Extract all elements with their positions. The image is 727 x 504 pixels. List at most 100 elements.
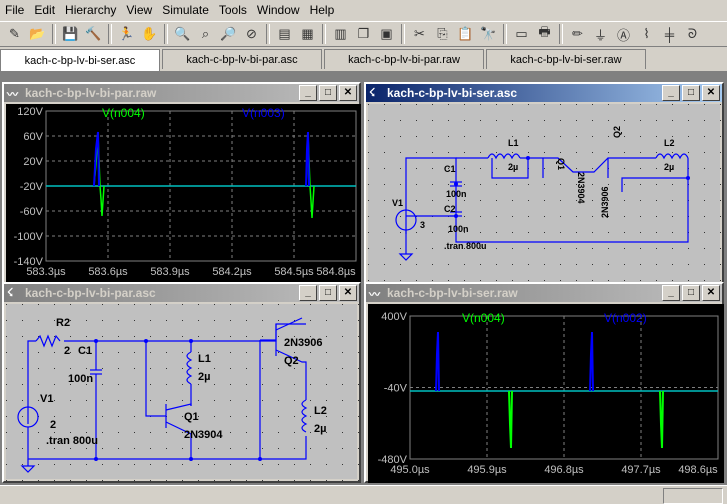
label-r2: R2 [56,317,70,329]
trace-label-1[interactable]: V(n004) [102,106,145,120]
ground-icon[interactable]: ⏚ [593,27,607,43]
tab-3[interactable]: kach-c-bp-lv-bi-par.raw [324,49,484,69]
open-icon[interactable]: 📂 [29,26,46,41]
schematic-icon: ☇ [7,287,14,299]
waveform-plot[interactable]: V(n004) V(n003) 120V60V20V-20V-60V-100V-… [6,104,361,286]
trace-v-n003-spike [305,131,310,187]
minimize-button[interactable]: _ [662,85,680,101]
label-q1-model: 2N3904 [576,172,586,204]
menu-window[interactable]: Window [256,3,300,17]
maximize-button[interactable]: □ [319,85,337,101]
trace-v-n004-spike [659,390,664,449]
ruler-icon[interactable]: ▦ [301,26,314,41]
waveform-window-par[interactable]: 〰 kach-c-bp-lv-bi-par.raw _ □ ✕ V(n004) … [2,82,361,286]
close-button[interactable]: ✕ [702,85,720,101]
label-v1-value: 2 [50,419,56,431]
tab-4[interactable]: kach-c-bp-lv-bi-ser.raw [486,49,646,69]
tab-1[interactable]: kach-c-bp-lv-bi-ser.asc [0,49,160,71]
menu-edit[interactable]: Edit [34,3,56,17]
trace-label-2[interactable]: V(n003) [242,106,285,120]
tab-2[interactable]: kach-c-bp-lv-bi-par.asc [162,49,322,69]
copy-icon[interactable]: ⎘ [437,26,448,41]
window-title: kach-c-bp-lv-bi-ser.asc [387,86,518,100]
label-l2-value: 2µ [664,162,674,172]
schematic-drawing[interactable]: V1 3 C1 100n C2 100n .tran 800u L1 2µ L2… [368,104,724,286]
x-tick-label: 498.6µs [678,464,718,476]
tile-icon[interactable]: ▥ [334,26,347,41]
trace-label-1[interactable]: V(n004) [462,311,505,325]
wire-icon[interactable]: ✏ [572,26,583,41]
label-v1: V1 [392,198,403,208]
schematic-pane[interactable]: V1 3 C1 100n C2 100n .tran 800u L1 2µ L2… [368,104,724,286]
close-button[interactable]: ✕ [339,85,357,101]
new-schematic-icon[interactable]: ✎ [9,26,20,41]
close-all-icon[interactable]: ▣ [380,26,393,41]
label-c2-value: 100n [448,224,469,234]
maximize-button[interactable]: □ [682,85,700,101]
label-v1-value: 3 [420,220,425,230]
window-titlebar[interactable]: ☇ kach-c-bp-lv-bi-par.asc _ □ ✕ [4,284,359,302]
y-tick-label: -60V [20,206,44,218]
menu-tools[interactable]: Tools [218,3,247,17]
schematic-window-ser[interactable]: ☇ kach-c-bp-lv-bi-ser.asc _ □ ✕ [364,82,724,286]
zoom-in-icon[interactable]: 🔍 [174,26,191,41]
label-c2: C2 [444,204,456,214]
autorange-icon[interactable]: ▤ [278,26,291,41]
find-icon[interactable]: 🔭 [480,26,497,41]
minimize-button[interactable]: _ [299,85,317,101]
label-l1-value: 2µ [198,371,210,383]
minimize-button[interactable]: _ [299,285,317,301]
window-title: kach-c-bp-lv-bi-ser.raw [387,286,518,300]
close-button[interactable]: ✕ [339,285,357,301]
close-button[interactable]: ✕ [702,285,720,301]
menu-simulate[interactable]: Simulate [162,3,209,17]
window-titlebar[interactable]: ☇ kach-c-bp-lv-bi-ser.asc _ □ ✕ [366,84,722,102]
label-icon[interactable]: Ⓐ [616,27,630,43]
schematic-window-par[interactable]: ☇ kach-c-bp-lv-bi-par.asc _ □ ✕ [2,282,361,483]
waveform-window-ser[interactable]: 〰 kach-c-bp-lv-bi-ser.raw _ □ ✕ V(n004) … [364,282,724,483]
menu-hierarchy[interactable]: Hierarchy [65,3,117,17]
label-q2: Q2 [612,126,622,138]
cascade-icon[interactable]: ❐ [357,26,370,41]
x-tick-label: 584.2µs [212,266,252,278]
y-tick-label: -100V [14,231,44,243]
zoom-pan-icon[interactable]: ⌕ [201,26,210,41]
capacitor-icon[interactable]: ╪ [664,26,675,42]
print-setup-icon[interactable]: ▭ [515,26,528,41]
window-titlebar[interactable]: 〰 kach-c-bp-lv-bi-ser.raw _ □ ✕ [366,284,722,302]
print-icon[interactable]: 🖶 [538,24,551,39]
window-titlebar[interactable]: 〰 kach-c-bp-lv-bi-par.raw _ □ ✕ [4,84,359,102]
menu-file[interactable]: File [5,3,25,17]
maximize-button[interactable]: □ [319,285,337,301]
x-tick-label: 584.5µs [274,266,314,278]
cut-icon[interactable]: ✂ [414,26,425,41]
x-tick-label: 583.9µs [150,266,190,278]
label-l2: L2 [664,138,675,148]
x-tick-label: 496.8µs [544,464,584,476]
toolbar-separator [52,24,56,44]
maximize-button[interactable]: □ [682,285,700,301]
minimize-button[interactable]: _ [662,285,680,301]
zoom-out-icon[interactable]: 🔎 [220,26,237,41]
schematic-drawing[interactable]: R2 2 C1 100n V1 2 .tran 800u L1 2µ Q1 2N… [6,304,361,483]
run-icon[interactable]: 🏃 [118,26,135,41]
x-tick-label: 583.3µs [26,266,66,278]
schematic-pane[interactable]: R2 2 C1 100n V1 2 .tran 800u L1 2µ Q1 2N… [6,304,361,483]
menu-help[interactable]: Help [309,3,335,17]
toolbar-separator [503,24,507,44]
status-panel [663,488,723,504]
resistor-icon[interactable]: ⌇ [643,26,650,41]
label-q2-model: 2N3906 [600,186,610,218]
save-icon[interactable]: 💾 [62,26,79,41]
menu-view[interactable]: View [126,3,153,17]
control-panel-icon[interactable]: 🔨 [85,26,102,41]
inductor-icon[interactable]: ᘐ [687,26,698,41]
halt-icon[interactable]: ✋ [141,26,158,41]
window-title: kach-c-bp-lv-bi-par.raw [25,86,157,100]
paste-icon[interactable]: 📋 [457,26,474,41]
trace-label-2[interactable]: V(n002) [604,311,647,325]
zoom-cancel-icon[interactable]: ⊘ [246,26,257,41]
